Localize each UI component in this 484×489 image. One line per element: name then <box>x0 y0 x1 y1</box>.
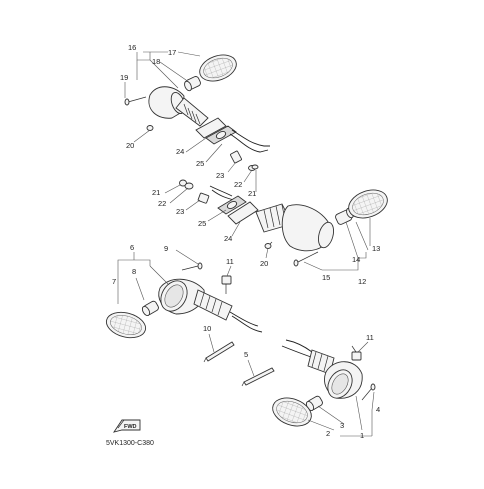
band-10 <box>203 341 235 363</box>
gasket-24 <box>195 117 227 139</box>
callout-21-b: 21 <box>152 188 160 197</box>
callout-19: 19 <box>120 73 128 82</box>
callout-6: 6 <box>130 243 134 252</box>
front-right-turn-signal-assembly <box>179 179 388 267</box>
callout-17: 17 <box>168 48 176 57</box>
callout-23-b: 23 <box>176 207 184 216</box>
callout-20-b: 20 <box>260 259 268 268</box>
stalk-rubber-c <box>193 289 233 321</box>
callout-numbers: 16 17 18 19 20 24 25 23 22 21 21 22 23 2… <box>112 43 380 440</box>
washer-25 <box>205 125 237 145</box>
callout-9: 9 <box>164 244 168 253</box>
callout-22-a: 22 <box>234 180 242 189</box>
nut-11-b <box>351 345 362 361</box>
wire-harness-f <box>231 315 263 333</box>
nut-23-b <box>197 192 210 204</box>
nut-21-a <box>251 164 259 170</box>
callout-3: 3 <box>340 421 344 430</box>
callout-20-a: 20 <box>126 141 134 150</box>
callout-11-a: 11 <box>226 257 234 266</box>
callout-15: 15 <box>322 273 330 282</box>
wire-harness-c <box>209 185 233 197</box>
leader-lines <box>117 51 375 437</box>
screw-20-b <box>264 241 273 249</box>
callout-18: 18 <box>152 57 160 66</box>
screw-4 <box>361 383 376 401</box>
bulb-18 <box>184 76 201 92</box>
callout-2: 2 <box>326 429 330 438</box>
stalk-rubber <box>175 97 209 127</box>
stalk-rubber-d <box>307 349 335 375</box>
washer-22-b <box>184 182 194 190</box>
callout-25-a: 25 <box>196 159 204 168</box>
bulb-8 <box>141 300 159 317</box>
callout-4: 4 <box>376 405 380 414</box>
screw-9 <box>181 262 203 271</box>
screw-19 <box>124 96 147 106</box>
wire-harness-a <box>229 133 269 153</box>
callout-25-b: 25 <box>198 219 206 228</box>
nut-11-a <box>221 275 232 294</box>
callout-1: 1 <box>360 431 364 440</box>
screw-20-a <box>146 125 154 131</box>
washer-25-b <box>217 195 247 215</box>
gasket-24-b <box>227 201 259 225</box>
fwd-label: FWD <box>124 424 137 430</box>
callout-10: 10 <box>203 324 211 333</box>
housing-1 <box>324 361 363 399</box>
band-5 <box>241 367 275 387</box>
callout-5: 5 <box>244 350 248 359</box>
callout-14: 14 <box>352 255 360 264</box>
lens-13 <box>348 189 388 219</box>
rear-right-turn-signal-assembly <box>272 339 376 427</box>
rear-left-turn-signal-assembly <box>105 262 275 387</box>
callout-23-a: 23 <box>216 171 224 180</box>
callout-21-a: 21 <box>248 189 256 198</box>
lens-17 <box>199 54 237 82</box>
fwd-arrow-icon: FWD <box>112 419 141 433</box>
callout-13: 13 <box>372 244 380 253</box>
wire-harness-g <box>285 339 313 353</box>
callout-8: 8 <box>132 267 136 276</box>
screw-15 <box>293 251 319 267</box>
wire-harness-h <box>281 345 315 359</box>
lens-2 <box>272 397 312 427</box>
wire-harness-e <box>229 311 259 327</box>
callout-22-b: 22 <box>158 199 166 208</box>
lens-7 <box>105 311 147 339</box>
callout-12: 12 <box>358 277 366 286</box>
housing-6 <box>158 278 205 315</box>
callout-11-b: 11 <box>366 333 374 342</box>
front-left-turn-signal-assembly <box>124 54 270 171</box>
diagram-code: 5VK1300-C380 <box>106 440 154 447</box>
callout-7: 7 <box>112 277 116 286</box>
nut-23-a <box>230 150 242 164</box>
callout-24-b: 24 <box>224 234 232 243</box>
callout-24-a: 24 <box>176 147 184 156</box>
housing-12 <box>281 204 335 252</box>
callout-16: 16 <box>128 43 136 52</box>
wire-harness-b <box>231 129 270 147</box>
